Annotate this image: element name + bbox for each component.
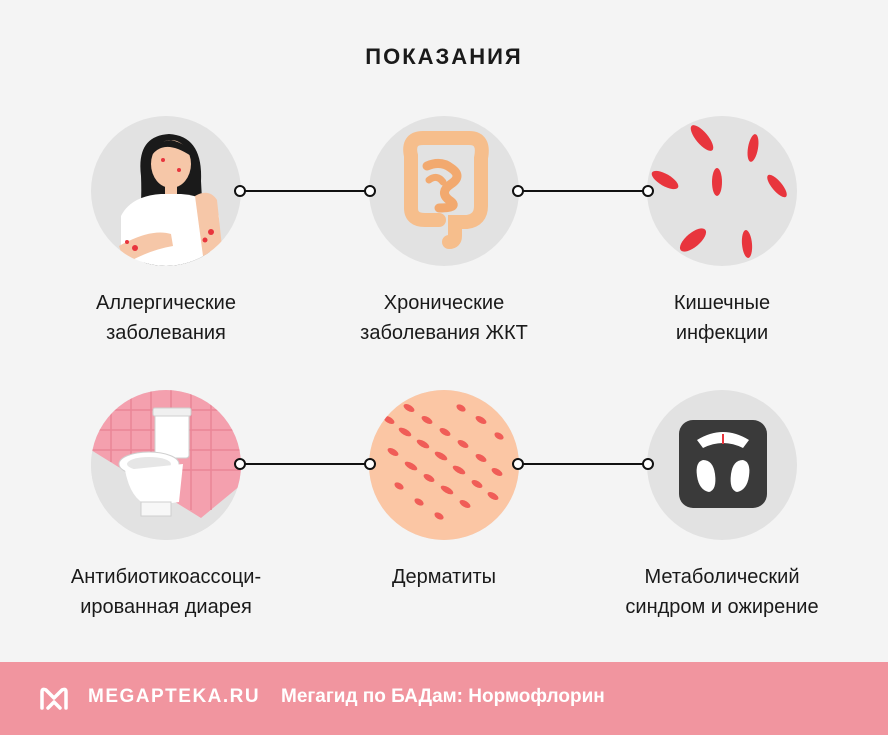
skin-rash-icon [369,390,519,540]
footer-tagline: Мегагид по БАДам: Нормофлорин [281,686,605,707]
page-title: ПОКАЗАНИЯ [365,44,523,69]
intestines-icon [403,131,489,249]
toilet-icon [91,390,241,540]
connector-2 [512,185,654,197]
allergy-woman-icon [119,134,223,266]
megapteka-logo-icon [40,687,68,710]
bacteria-circle [647,116,797,266]
footer-banner: MEGAPTEKA.RU Мегагид по БАДам: Нормофлор… [0,662,888,735]
toilet-circle [91,390,241,540]
connector-1 [234,185,376,197]
scale-circle [647,390,797,540]
bacteria-icon [651,125,787,258]
intestines-circle [369,116,519,266]
connector-4 [512,458,654,470]
label-dermatitis: Дерматиты [391,566,497,588]
brand-name[interactable]: MEGAPTEKA.RU [88,686,261,707]
scale-icon [679,420,767,508]
label-diarrhea: Антибиотикоассоци-ированная диарея [70,566,262,618]
connector-3 [234,458,376,470]
rash-circle [369,390,519,540]
allergy-circle [91,116,241,266]
